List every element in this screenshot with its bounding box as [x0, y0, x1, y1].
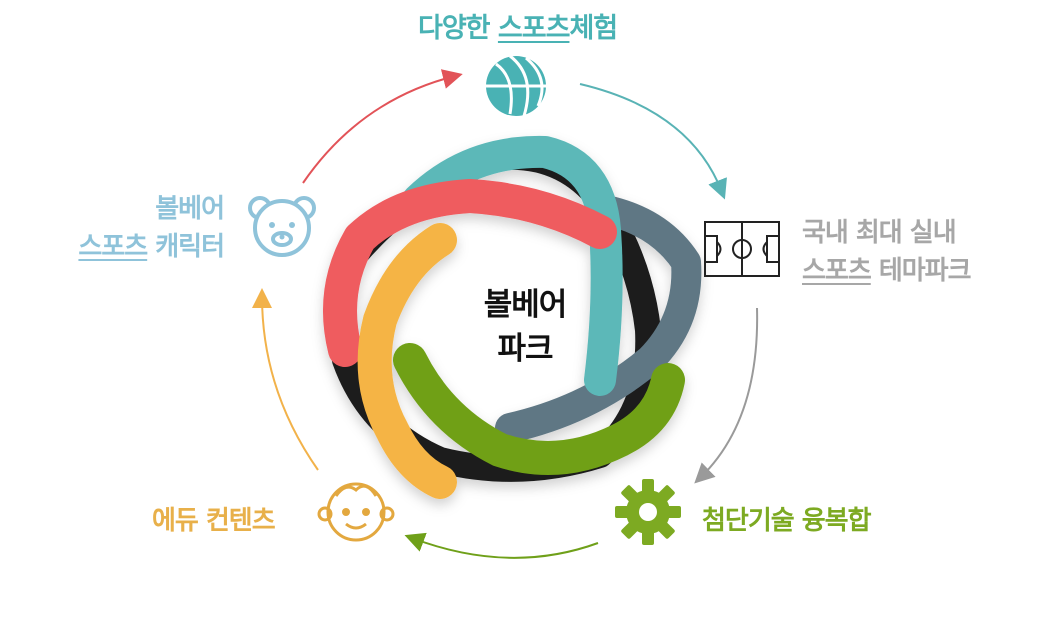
arrow-sports-to-themepark [579, 83, 727, 200]
basketball-icon [486, 54, 546, 117]
arrow-tech-to-edu [404, 532, 599, 559]
arrow-character-to-sports [302, 69, 463, 184]
label-sports: 다양한 스포츠체험 [418, 6, 618, 45]
label-character-line2: 캐릭터 [147, 232, 225, 262]
label-edu: 에듀 컨텐츠 [152, 506, 276, 536]
label-character-underlined: 스포츠 [78, 232, 148, 262]
center-logo-bands [323, 135, 702, 499]
label-themepark-underlined: 스포츠 [802, 256, 872, 286]
gear-icon [615, 479, 681, 545]
label-themepark: 국내 최대 실내 스포츠 테마파크 [802, 214, 971, 290]
soccer-field-icon [704, 221, 780, 277]
label-tech: 첨단기술 융복합 [702, 506, 871, 536]
band-orange [357, 223, 457, 499]
label-sports-part2: 체험 [569, 13, 618, 44]
band-teal [402, 135, 623, 396]
band-red [323, 179, 617, 367]
label-sports-underlined: 스포츠 [497, 13, 571, 44]
band-slate [495, 195, 702, 443]
center-title-line1: 볼베어 [483, 287, 568, 323]
label-character-line1: 볼베어 [155, 194, 225, 224]
center-title-line2: 파크 [497, 331, 553, 367]
band-green [393, 343, 685, 475]
label-themepark-line1: 국내 최대 실내 [802, 218, 957, 248]
center-title: 볼베어 파크 [430, 283, 620, 371]
label-themepark-line2: 테마파크 [870, 256, 972, 286]
label-character: 볼베어 스포츠 캐릭터 [54, 190, 225, 266]
label-sports-part1: 다양한 [418, 13, 498, 44]
arrow-themepark-to-tech [694, 307, 759, 484]
bear-face-icon [248, 196, 316, 257]
child-face-icon [317, 482, 395, 542]
arrow-edu-to-character [252, 288, 319, 471]
